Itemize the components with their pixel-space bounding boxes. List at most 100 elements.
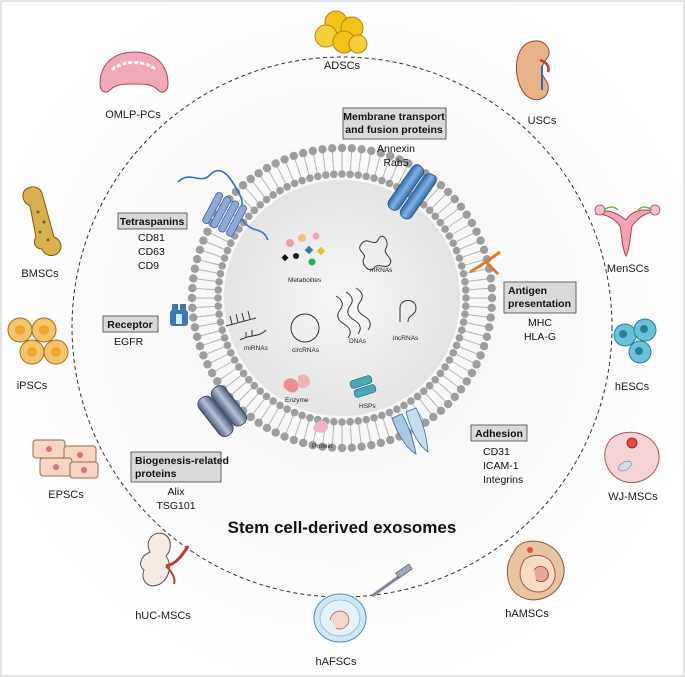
dnas-label: DNAs [349,338,367,345]
mrnas-label: mRNAs [370,267,393,274]
lipid-tail [260,176,272,192]
lipid-head [195,342,205,351]
lipid-tail [322,153,326,172]
lipid-head [199,351,208,360]
cell-label-hafscs: hAFSCs [316,656,357,668]
lipid-tail [465,330,484,337]
lipid-head [308,440,317,450]
lipid-tail [358,424,362,443]
amniotic-membrane-icon [506,540,565,601]
lipid-tail [374,156,381,175]
lipid-head [269,191,277,199]
kidney-icon [515,40,550,101]
circrnas-label: circRNAs [292,347,320,354]
enzyme-icon [283,374,310,393]
cell-label-adscs: ADSCs [324,60,361,72]
lipid-head [449,349,458,357]
cell-label-bmscs: BMSCs [21,268,59,280]
lipid-tail [419,399,432,415]
lipid-tail [390,162,399,180]
tetraspanin-item: CD63 [138,246,165,258]
lipid-tail [197,314,216,318]
lipid-head [203,227,212,236]
lipid-tail [452,224,469,235]
lipid-head [449,239,458,247]
membrane-transport-item: Rab5 [383,157,408,169]
lipid-tail [303,156,310,175]
lipid-head [354,417,362,425]
lipid-head [246,174,255,184]
lipid-head [376,148,386,158]
lipid-head [262,163,272,173]
lipid-head [187,293,197,303]
lipid-tail [294,419,302,437]
lipid-head [298,176,306,185]
lipid-head [407,397,415,405]
lipid-head [445,356,454,364]
lipid-tail [463,338,481,346]
lipid-head [262,423,272,433]
lipid-head [218,262,227,270]
lipid-head [306,174,314,183]
cell-label-ipscs: iPSCs [17,380,48,392]
lipid-head [271,159,280,168]
tetraspanin-icon [177,169,269,241]
lipid-head [327,144,337,153]
antigen-item: MHC [528,317,552,329]
lipid-tail [382,159,390,177]
lipid-head [357,145,366,154]
lipid-head [192,332,202,342]
svg-text:proteins: proteins [135,468,177,480]
lipid-head [235,363,243,371]
dna-icon [335,287,371,339]
lipid-head [443,187,453,197]
adhesion-item: Integrins [483,474,523,486]
lipid-head [289,435,298,445]
lipid-head [459,270,468,278]
lipid-head [256,200,265,209]
membrane-transport-item: Annexin [377,143,415,155]
lipid-tail [198,269,217,274]
lipid-head [376,438,386,448]
lipid-head [443,399,453,409]
svg-text:presentation: presentation [508,298,571,310]
lipid-head [298,438,308,448]
lipid-tail [206,346,224,355]
lipid-head [385,179,394,188]
lipid-head [226,349,235,357]
lipid-head [386,435,395,445]
cell-label-menscs: MenSCs [607,263,650,275]
lipid-tail [374,421,381,440]
membrane-transport-channel-icon [387,164,437,220]
lipid-head [195,245,205,254]
lipid-head [218,326,227,334]
lipid-tail [426,393,439,409]
lipid-tail [245,187,258,203]
receptor-box: Receptor [102,315,159,333]
lipid-tail [210,232,228,242]
antigen-presentation-box: Antigen presentation [503,281,577,314]
lipid-head [467,218,477,228]
lipid-head [189,274,198,283]
circrna-icon [290,313,320,343]
lipid-tail [225,375,241,388]
lipid-head [337,143,347,153]
metabolites-icon [281,232,326,266]
lipid-head [330,170,338,179]
lipid-head [413,392,422,401]
lipid-head [367,146,376,156]
lipid-head [271,428,280,437]
membrane-transport-box: Membrane transport and fusion proteins [342,107,447,140]
lipid-head [346,417,354,426]
lipid-head [404,159,413,168]
lipid-head [462,210,471,219]
lipid-tail [198,322,217,327]
lipid-head [244,212,253,221]
lipid-head [431,212,440,221]
mirna-icon [225,310,267,341]
lipid-tail [268,171,279,188]
lipid-tail [460,346,478,355]
lipid-head [250,381,259,390]
lipid-tail [366,423,371,442]
mrna-icon [359,235,392,271]
